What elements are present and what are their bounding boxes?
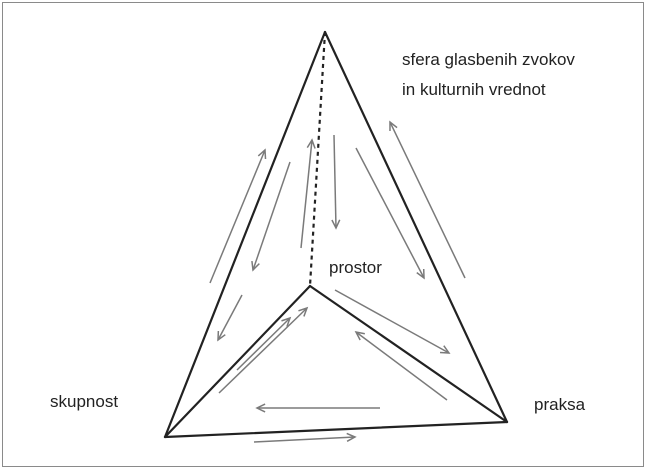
flow-arrow-head bbox=[416, 268, 425, 280]
flow-arrow-shaft bbox=[334, 289, 450, 354]
flow-arrow-shaft bbox=[355, 147, 425, 279]
label-center: prostor bbox=[329, 258, 382, 277]
flow-arrow-head bbox=[251, 260, 260, 272]
flow-arrow-shaft bbox=[209, 149, 266, 284]
flow-arrow bbox=[217, 294, 243, 342]
flow-arrows bbox=[209, 120, 466, 443]
flow-arrow-shaft bbox=[333, 134, 337, 229]
label-left: skupnost bbox=[50, 392, 118, 411]
flow-arrow bbox=[209, 148, 267, 284]
flow-arrow-shaft bbox=[252, 161, 291, 271]
flow-arrow-head bbox=[354, 330, 365, 341]
flow-arrow bbox=[218, 306, 309, 394]
label-top-line2: in kulturnih vrednot bbox=[402, 80, 546, 99]
flow-arrow-shaft bbox=[300, 139, 313, 249]
flow-arrow-head bbox=[306, 138, 316, 149]
flow-arrow-head bbox=[281, 316, 292, 327]
flow-arrow-head bbox=[346, 432, 357, 442]
edge-apex-left bbox=[163, 30, 327, 439]
flow-arrow bbox=[355, 147, 425, 280]
flow-arrow-head bbox=[331, 219, 341, 230]
label-right: praksa bbox=[534, 395, 586, 414]
flow-arrow-head bbox=[257, 148, 267, 160]
flow-arrow-shaft bbox=[217, 294, 243, 341]
flow-arrow-head bbox=[389, 120, 398, 132]
flow-arrow-head bbox=[217, 330, 226, 342]
flow-arrow-shaft bbox=[355, 331, 448, 401]
flow-arrow-shaft bbox=[218, 307, 308, 394]
flow-arrow bbox=[253, 432, 357, 443]
edge-apex-right bbox=[323, 30, 509, 424]
flow-arrow bbox=[331, 134, 341, 230]
flow-arrow bbox=[334, 289, 451, 354]
flow-arrow-head bbox=[439, 345, 451, 354]
flow-arrow-shaft bbox=[253, 436, 356, 443]
flow-arrow bbox=[236, 316, 292, 371]
flow-arrow bbox=[255, 403, 380, 413]
flow-arrow bbox=[251, 161, 291, 272]
flow-arrow bbox=[300, 138, 316, 249]
flow-arrow-head bbox=[298, 306, 309, 317]
edge-center-left bbox=[163, 284, 312, 439]
flow-arrow bbox=[354, 330, 448, 401]
edge-center-right bbox=[308, 284, 509, 424]
flow-arrow-shaft bbox=[236, 317, 291, 371]
flow-arrow-head bbox=[255, 403, 266, 413]
edge-left-right bbox=[163, 420, 509, 439]
label-top-line1: sfera glasbenih zvokov bbox=[402, 50, 575, 69]
flow-arrow bbox=[389, 120, 466, 279]
edge-apex-center-dashed bbox=[308, 31, 327, 287]
flow-arrow-shaft bbox=[389, 121, 466, 279]
